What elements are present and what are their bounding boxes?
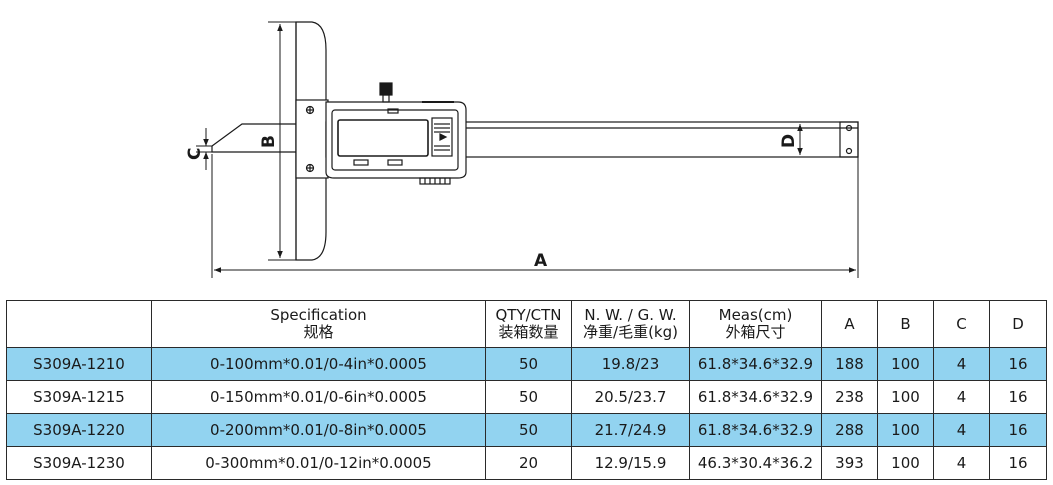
column-header-line: 外箱尺寸 (725, 323, 786, 341)
model-cell: S309A-1230 (6, 446, 152, 480)
column-header: N. W. / G. W.净重/毛重(kg) (571, 300, 690, 348)
column-header-line: 净重/毛重(kg) (583, 323, 678, 341)
model-cell: S309A-1210 (6, 347, 152, 381)
table-cell: 46.3*30.4*36.2 (689, 446, 822, 480)
table-cell: 12.9/15.9 (571, 446, 690, 480)
column-header: Meas(cm)外箱尺寸 (689, 300, 822, 348)
dimension-label-a: A (534, 251, 548, 271)
dimension-label-d: D (779, 134, 799, 148)
table-cell: 4 (933, 347, 990, 381)
table-cell: 16 (989, 446, 1047, 480)
table-cell: 188 (821, 347, 878, 381)
dimension-label-b: B (259, 135, 279, 148)
column-header-line: C (956, 314, 967, 333)
column-header-line: B (900, 314, 911, 333)
column-header-line: 规格 (303, 323, 334, 341)
table-cell: 16 (989, 347, 1047, 381)
table-cell: 16 (989, 413, 1047, 447)
table-cell: 4 (933, 380, 990, 414)
table-cell: 288 (821, 413, 878, 447)
column-header-line: QTY/CTN (495, 306, 562, 324)
column-header-line: D (1012, 314, 1024, 333)
table-cell: 0-100mm*0.01/0-4in*0.0005 (151, 347, 486, 381)
depth-gauge-drawing: A B C D (185, 21, 859, 278)
table-cell: 100 (877, 347, 934, 381)
column-header: C (933, 300, 990, 348)
table-cell: 50 (485, 413, 572, 447)
column-header-line: A (844, 314, 855, 333)
caliper-outline (211, 21, 859, 261)
table-cell: 4 (933, 446, 990, 480)
table-cell: 0-150mm*0.01/0-6in*0.0005 (151, 380, 486, 414)
table-cell: 16 (989, 380, 1047, 414)
dimension-lines (196, 21, 859, 278)
table-cell: 100 (877, 446, 934, 480)
table-cell: 61.8*34.6*32.9 (689, 380, 822, 414)
table-cell: 393 (821, 446, 878, 480)
model-cell: S309A-1215 (6, 380, 152, 414)
column-header (6, 300, 152, 348)
column-header-line: Meas(cm) (718, 306, 793, 324)
column-header-line: 装箱数量 (498, 323, 559, 341)
table-cell: 19.8/23 (571, 347, 690, 381)
dimension-label-c: C (185, 148, 205, 160)
table-cell: 61.8*34.6*32.9 (689, 413, 822, 447)
table-cell: 0-200mm*0.01/0-8in*0.0005 (151, 413, 486, 447)
table-cell: 20.5/23.7 (571, 380, 690, 414)
column-header: B (877, 300, 934, 348)
column-header: D (989, 300, 1047, 348)
table-cell: 50 (485, 380, 572, 414)
table-cell: 21.7/24.9 (571, 413, 690, 447)
column-header-line: N. W. / G. W. (584, 306, 677, 324)
column-header: A (821, 300, 878, 348)
table-cell: 238 (821, 380, 878, 414)
column-header-line: Specification (270, 306, 367, 324)
table-cell: 50 (485, 347, 572, 381)
table-cell: 61.8*34.6*32.9 (689, 347, 822, 381)
model-cell: S309A-1220 (6, 413, 152, 447)
table-cell: 20 (485, 446, 572, 480)
table-cell: 100 (877, 413, 934, 447)
table-cell: 4 (933, 413, 990, 447)
table-cell: 100 (877, 380, 934, 414)
table-cell: 0-300mm*0.01/0-12in*0.0005 (151, 446, 486, 480)
